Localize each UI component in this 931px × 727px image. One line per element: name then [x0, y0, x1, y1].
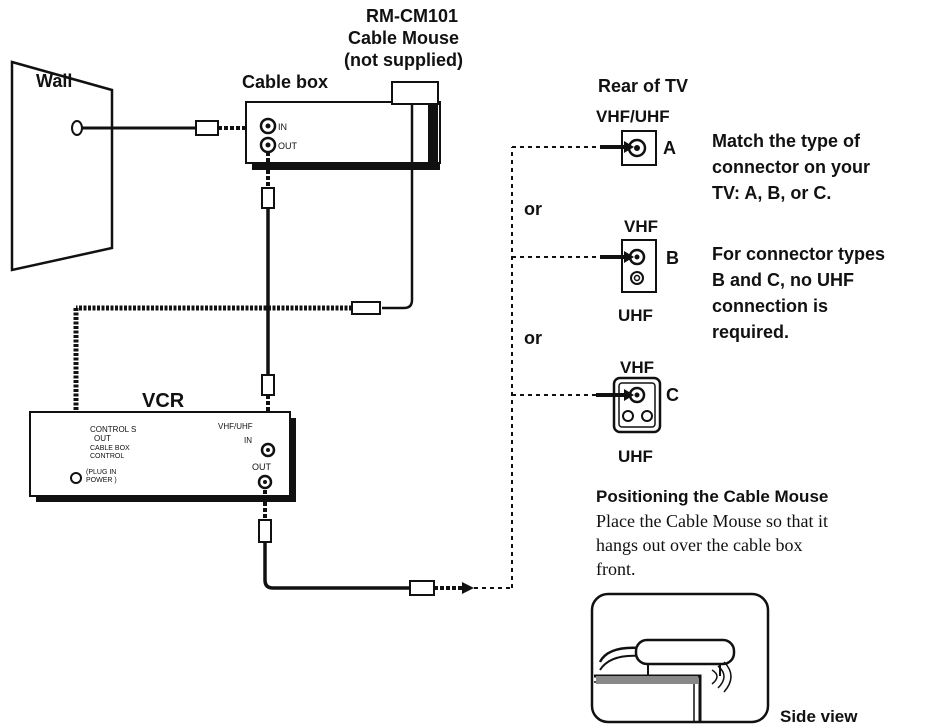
vcr-control-s-label: CONTROL S [90, 425, 136, 434]
tv-connector-a: VHF/UHF A [596, 107, 676, 166]
coax-plug-icon [258, 519, 272, 543]
coax-plug-icon [409, 580, 435, 596]
vcr-plug-in-label: (PLUG IN [86, 469, 116, 476]
vcr-cable-box-label: CABLE BOX [90, 445, 130, 452]
match-note-line-1: Match the type of [712, 131, 861, 151]
cable-mouse-device [391, 81, 439, 105]
connector-match-note: Match the type of connector on your TV: … [712, 131, 870, 203]
bc-uhf-note: For connector types B and C, no UHF conn… [712, 244, 885, 342]
match-note-line-3: TV: A, B, or C. [712, 183, 831, 203]
vcr-label: VCR [142, 390, 185, 412]
vcr-control-s-out-label: OUT [94, 434, 111, 443]
cable-mouse-model: RM-CM101 [366, 6, 458, 26]
bc-note-line-4: required. [712, 322, 789, 342]
bc-note-line-1: For connector types [712, 244, 885, 264]
vcr-in-label: IN [244, 436, 252, 445]
positioning-heading: Positioning the Cable Mouse [596, 487, 828, 506]
positioning-line-3: front. [596, 559, 636, 579]
or-label-2: or [524, 328, 542, 348]
cable-mouse-icon [634, 638, 736, 666]
vcr-out-label: OUT [252, 462, 272, 472]
or-label-1: or [524, 199, 542, 219]
wall-label: Wall [36, 71, 72, 91]
vcr-to-tv-cable [258, 146, 600, 596]
vcr-power-label: POWER ) [86, 477, 117, 484]
positioning-section: Positioning the Cable Mouse Place the Ca… [596, 487, 828, 579]
connector-b-vhf-label: VHF [624, 217, 658, 236]
connector-b-letter: B [666, 248, 679, 268]
coax-plug-icon [195, 120, 219, 136]
vcr: VCR CONTROL S OUT CABLE BOX CONTROL (PLU… [29, 390, 296, 502]
control-s-plug-icon [351, 301, 381, 315]
cable-box-label: Cable box [242, 72, 328, 92]
cablebox-to-vcr-cable [261, 152, 275, 442]
wall-outlet-icon [71, 120, 83, 136]
connector-c-uhf-label: UHF [618, 447, 653, 466]
rear-of-tv-label: Rear of TV [598, 76, 688, 96]
side-view-label: Side view [780, 707, 858, 726]
cable-mouse-note: (not supplied) [344, 50, 463, 70]
tv-connector-b: VHF B UHF [600, 217, 679, 325]
cable-box: Cable box IN OUT [242, 72, 441, 170]
connector-a-type-label: VHF/UHF [596, 107, 670, 126]
vcr-vhf-uhf-label: VHF/UHF [218, 422, 253, 431]
coax-plug-icon [261, 187, 275, 209]
side-view-illustration: Side view [590, 592, 858, 726]
vcr-control-s-jack [70, 472, 82, 484]
connector-a-letter: A [663, 138, 676, 158]
connector-b-uhf-label: UHF [618, 306, 653, 325]
match-note-line-2: connector on your [712, 157, 870, 177]
cable-box-in-label: IN [278, 122, 287, 132]
bc-note-line-2: B and C, no UHF [712, 270, 854, 290]
vcr-control-label: CONTROL [90, 453, 124, 460]
cable-mouse-name: Cable Mouse [348, 28, 459, 48]
tv-connector-c: VHF C UHF [596, 358, 679, 466]
connector-c-uhf-jack-2 [641, 410, 653, 422]
cable-mouse-label: RM-CM101 Cable Mouse (not supplied) [344, 6, 463, 70]
positioning-line-2: hangs out over the cable box [596, 535, 802, 555]
positioning-line-1: Place the Cable Mouse so that it [596, 511, 828, 531]
connector-c-vhf-label: VHF [620, 358, 654, 377]
connector-c-letter: C [666, 385, 679, 405]
bc-note-line-3: connection is [712, 296, 828, 316]
wall: Wall [10, 60, 114, 272]
connector-c-uhf-jack-1 [622, 410, 634, 422]
coax-plug-icon [261, 374, 275, 396]
cable-box-out-label: OUT [278, 141, 298, 151]
